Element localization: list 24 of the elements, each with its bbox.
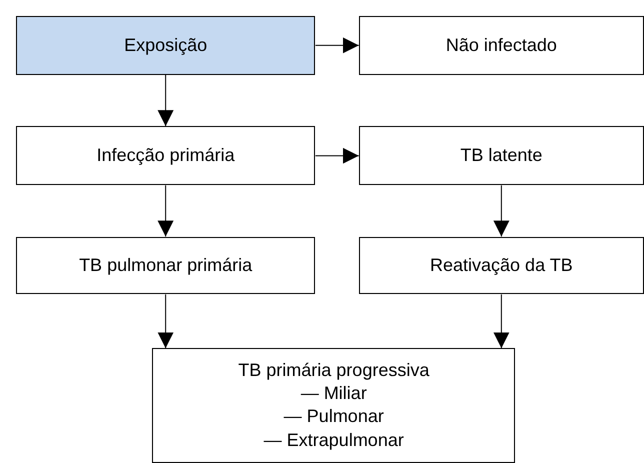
box-label: Reativação da TB: [430, 254, 573, 277]
box-label: Não infectado: [446, 34, 557, 57]
arrow: [158, 184, 174, 238]
arrow: [158, 74, 174, 127]
box-label: TB primária progressiva: [238, 358, 430, 382]
box-label: — Extrapulmonar: [264, 428, 404, 452]
box-label: TB pulmonar primária: [79, 254, 252, 277]
box-label: — Miliar: [300, 382, 367, 406]
arrow: [158, 294, 174, 349]
process-box: [358, 126, 644, 186]
arrow: [314, 148, 360, 164]
arrow: [493, 184, 510, 238]
process-box: [16, 16, 316, 75]
box-label: Exposição: [124, 34, 208, 57]
box-label: TB latente: [460, 144, 542, 168]
process-box: [358, 236, 644, 294]
arrow: [314, 37, 360, 54]
box-label: — Pulmonar: [284, 405, 384, 428]
process-box: [16, 126, 316, 186]
process-box: [16, 236, 316, 294]
process-box: [152, 348, 516, 463]
arrow: [493, 294, 510, 349]
box-label: Infecção primária: [96, 144, 235, 168]
process-box: [358, 16, 644, 75]
